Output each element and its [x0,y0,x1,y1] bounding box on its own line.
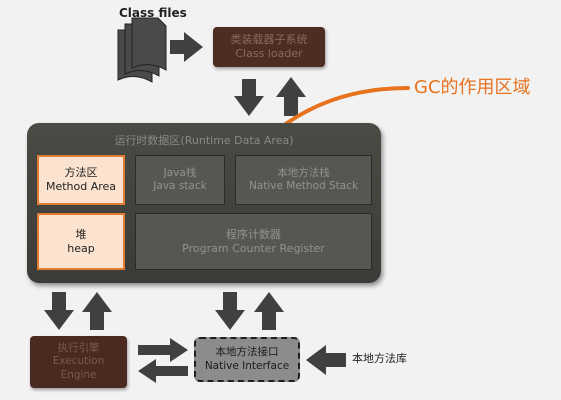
native-interface-title-cn: 本地方法接口 [215,346,279,359]
arrow-library-to-interface [306,345,346,375]
arrow-loader-down [234,79,264,116]
gc-annotation-label: GC的作用区域 [414,77,531,98]
heap-title-en: heap [67,241,95,255]
heap-title-cn: 堆 [75,227,87,241]
arrow-engine-down [44,292,74,330]
arrow-engine-to-interface [138,338,188,362]
java-stack-title-en: Java stack [153,180,207,192]
arrow-files-to-loader [170,32,203,62]
class-files-icon [117,17,167,83]
runtime-data-area-title: 运行时数据区(Runtime Data Area) [114,134,294,147]
exec-engine-title-en-2: Engine [60,368,97,381]
arrow-interface-down [215,292,245,330]
exec-engine-title-cn: 执行引擎 [57,342,100,355]
class-loader-box: 类装载器子系统 Class loader [213,27,325,67]
native-stack-title-cn: 本地方法栈 [277,166,330,179]
class-loader-title-cn: 类装载器子系统 [230,33,308,47]
program-counter-register-box: 程序计数器 Program Counter Register [135,213,372,270]
method-area-box: 方法区 Method Area [37,155,125,205]
java-stack-box: Java栈 Java stack [135,155,225,205]
arrow-interface-to-engine [138,359,188,383]
class-files-label: Class files [119,6,187,20]
method-area-title-en: Method Area [45,180,117,193]
execution-engine-box: 执行引擎 Execution Engine [30,336,127,388]
class-loader-title-en: Class loader [235,47,303,60]
arrow-engine-up [82,292,112,330]
method-area-title-cn: 方法区 [64,166,98,180]
pc-register-title-cn: 程序计数器 [226,227,281,241]
native-interface-box: 本地方法接口 Native Interface [194,337,300,382]
pc-register-title-en: Program Counter Register [182,241,325,255]
heap-box: 堆 heap [37,213,125,270]
exec-engine-title-en-1: Execution [52,355,105,368]
arrow-interface-up [254,292,284,330]
native-interface-title-en: Native Interface [204,359,290,372]
native-stack-title-en: Native Method Stack [248,180,359,192]
java-stack-title-cn: Java栈 [163,166,197,179]
arrow-loader-up [276,77,306,116]
native-library-label: 本地方法库 [352,352,407,365]
native-method-stack-box: 本地方法栈 Native Method Stack [235,155,372,205]
